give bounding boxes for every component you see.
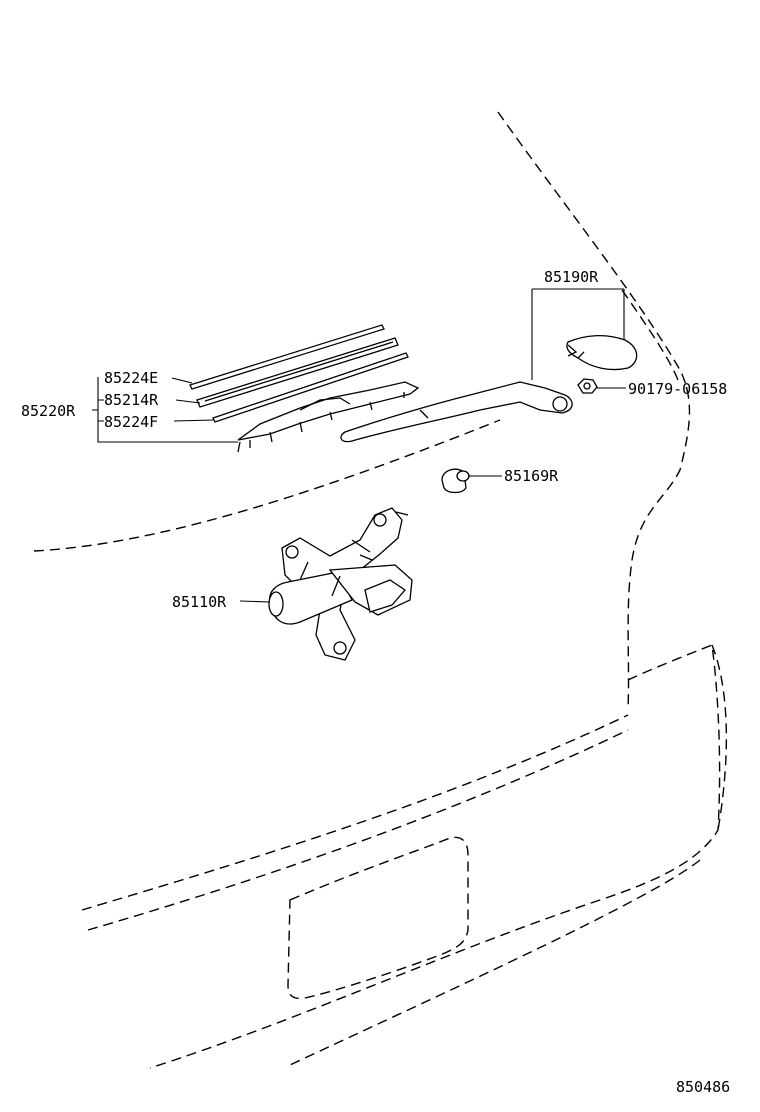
wiper-arm-head-cap (566, 335, 638, 371)
label-nut: 90179-06158 (628, 380, 727, 398)
blade-frame (237, 381, 420, 453)
label-wiper-cap: 85190R (544, 268, 599, 286)
label-blade-refill-e: 85224E (104, 369, 158, 387)
label-blade-assembly: 85220R (21, 402, 76, 420)
drawing-number: 850486 (676, 1078, 730, 1096)
label-wiper-motor: 85110R (172, 593, 227, 611)
wiper-motor (268, 507, 413, 661)
nut (577, 378, 598, 394)
label-blade-rubber: 85214R (104, 391, 159, 409)
pivot-cap (441, 468, 470, 494)
wiper-arm (340, 381, 573, 443)
vehicle-body-outline (33, 111, 728, 1069)
label-pivot-cap: 85169R (504, 467, 559, 485)
blade-refill-e (189, 324, 385, 390)
label-blade-refill-f: 85224F (104, 413, 158, 431)
leader-lines (92, 288, 626, 603)
blade-refill-f (212, 352, 409, 423)
blade-rubber (196, 337, 399, 408)
